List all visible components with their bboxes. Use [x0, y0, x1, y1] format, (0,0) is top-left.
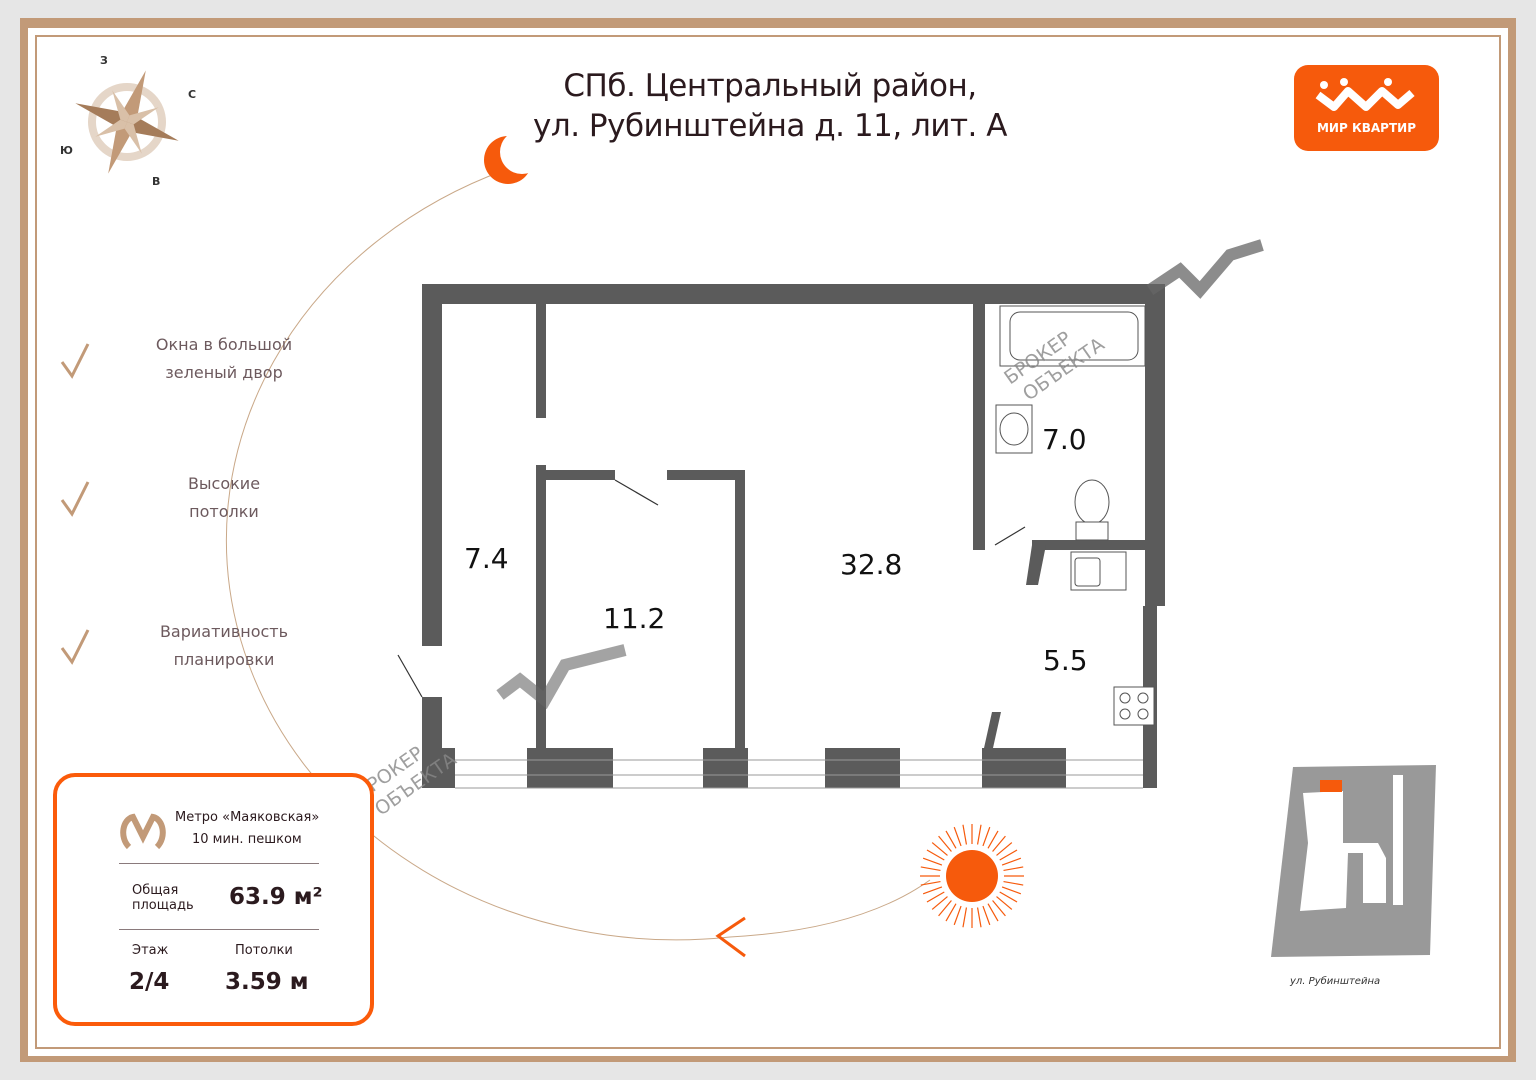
doors [397, 479, 1026, 698]
sun-ray [987, 830, 999, 849]
divider [119, 863, 319, 864]
sun-ray [922, 857, 943, 866]
ceiling-value: 3.59 м [225, 969, 309, 995]
area-value: 63.9 м² [229, 884, 323, 910]
sun-ray [1001, 886, 1022, 895]
watermark-logo-icon [496, 644, 627, 710]
sun-ray [926, 849, 945, 861]
compass-s: В [152, 175, 160, 188]
compass-e: С [188, 88, 196, 101]
sun-ray [1003, 880, 1024, 886]
building-key-plan [1271, 765, 1436, 957]
sun-ray [982, 826, 991, 847]
moon-icon [484, 130, 544, 184]
divider [119, 929, 319, 930]
sun-ray [992, 835, 1006, 852]
check-icon [60, 481, 90, 517]
room-area-bathroom: 7.0 [1042, 423, 1087, 456]
sun-ray [962, 907, 968, 928]
ceiling-label: Потолки [235, 943, 293, 958]
room-area-kitchen: 5.5 [1043, 644, 1088, 677]
street-label: ул. Рубинштейна [1290, 976, 1381, 987]
page-title: СПб. Центральный район, ул. Рубинштейна … [520, 66, 1020, 146]
compass-n: З [100, 54, 108, 67]
sun-ray [1001, 857, 1022, 866]
sun-ray [945, 903, 957, 922]
sun-arc [225, 169, 931, 941]
title-line-1: СПб. Центральный район, [563, 68, 977, 104]
sun-ray [987, 903, 999, 922]
windows [455, 759, 1143, 789]
sun-icon [920, 824, 1024, 928]
sun-ray [982, 905, 991, 926]
compass-icon [75, 70, 179, 174]
sun-ray [926, 891, 945, 903]
sun-ray [999, 891, 1018, 903]
sun-ray [976, 907, 982, 928]
stove-icon [1113, 686, 1155, 726]
sun-ray [996, 842, 1013, 856]
room-area-living: 32.8 [840, 548, 902, 581]
sun-ray [999, 849, 1018, 861]
sun-ray [931, 896, 948, 910]
logo-text: МИР КВАРТИР [1316, 121, 1417, 135]
sun-ray [920, 880, 941, 886]
room-area-hall: 7.4 [464, 542, 509, 575]
inner-border [35, 35, 1501, 1049]
metro-walk-time: 10 мин. пешком [192, 832, 302, 847]
sun-ray [931, 842, 948, 856]
logo-mark-icon [1315, 78, 1415, 111]
title-line-2: ул. Рубинштейна д. 11, лит. А [533, 108, 1007, 144]
arrow-icon [715, 916, 746, 958]
fixtures [995, 305, 1155, 726]
sun-ray [953, 905, 962, 926]
sun-ray [962, 824, 968, 845]
brand-logo: МИР КВАРТИР [1294, 65, 1439, 151]
compass-w: Ю [60, 144, 73, 157]
floor-value: 2/4 [129, 969, 170, 995]
walls [422, 284, 1165, 788]
metro-name: Метро «Маяковская» [175, 810, 320, 825]
sun-ray [976, 824, 982, 845]
sun-ray [1003, 866, 1024, 872]
toilet-icon [1074, 479, 1110, 541]
apartment-location-marker [1320, 780, 1342, 792]
sun-ray [992, 900, 1006, 917]
metro-icon [120, 813, 166, 850]
floor-label: Этаж [132, 943, 169, 958]
sun-ray [996, 896, 1013, 910]
sun-ray [945, 830, 957, 849]
check-icon [60, 629, 90, 665]
sun-ray [938, 835, 952, 852]
sun-ray [920, 866, 941, 872]
sun-ray [922, 886, 943, 895]
sun-ray [953, 826, 962, 847]
watermark-logo-icon [1146, 239, 1264, 299]
sun-ray [938, 900, 952, 917]
check-icon [60, 343, 90, 379]
room-area-bedroom: 11.2 [603, 602, 665, 635]
